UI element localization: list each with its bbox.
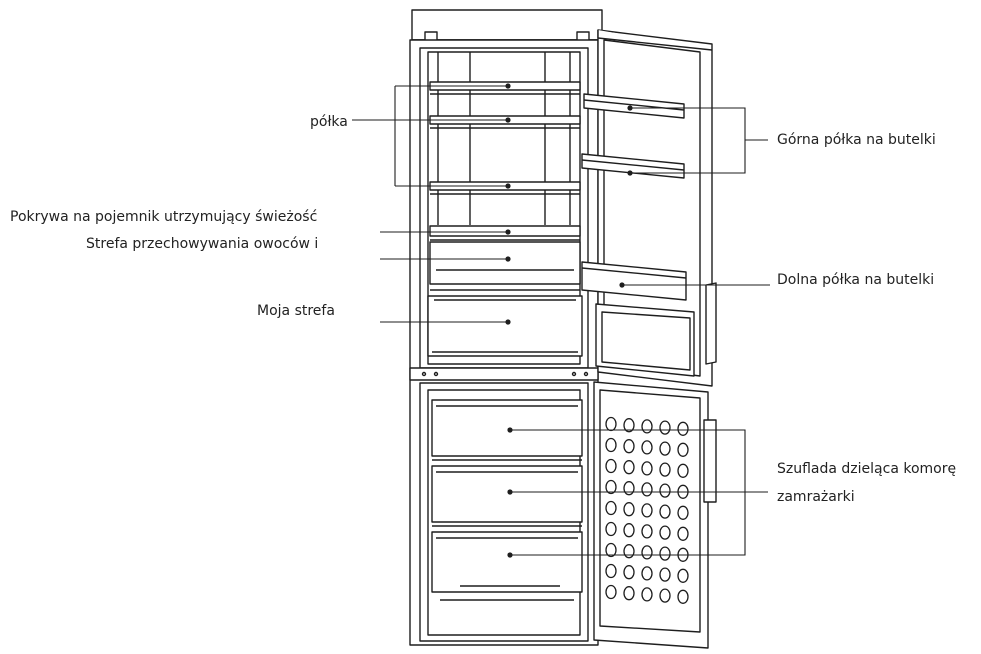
ice-dimple [677,505,689,520]
ice-dimple [641,461,653,476]
ice-dimple [605,521,617,537]
ice-dimple [641,482,653,497]
ice-dimple [641,566,653,581]
marker-dots [505,83,633,558]
ice-dimple [623,502,635,517]
ice-dimple [605,500,617,516]
ice-dimple [677,568,689,583]
label-lower-bottle-shelf: Dolna półka na butelki [777,272,935,288]
ice-dimple [641,587,653,602]
leader-lines [352,85,770,556]
label-crisper-cover: Pokrywa na pojemnik utrzymujący świeżość [10,209,318,225]
ice-dimple [605,437,617,453]
ice-dimple [677,463,689,478]
ice-dimple [605,563,617,579]
ice-dimple [623,523,635,538]
freezer-drawer [431,531,583,601]
ice-dimple [623,418,635,433]
fridge-top-cap [411,9,603,41]
fridge-door-handle [705,282,717,365]
ice-dimple [641,524,653,539]
ice-dimple [659,441,671,456]
freezer-door-handle [703,419,717,503]
ice-dimple [641,545,653,560]
ice-dimple [623,544,635,559]
ice-dimple [659,567,671,582]
ice-dimple [659,546,671,561]
ice-dimple [677,442,689,457]
ice-dimple [659,483,671,498]
my-zone-drawer [427,295,583,357]
ice-dimple [623,481,635,496]
ice-dimple [605,458,617,474]
label-freezer-drawer-line2: zamrażarki [777,489,855,505]
ice-dimple [605,542,617,558]
label-fruit-zone: Strefa przechowywania owoców i [86,236,319,252]
ice-dimple [677,421,689,436]
ice-dimple [623,460,635,475]
ice-dimple [623,439,635,454]
ice-dimple [677,589,689,604]
ice-dimple [641,419,653,434]
ice-dimple [641,440,653,455]
ice-dimple [659,525,671,540]
crisper-cover [429,225,581,237]
freezer-drawer [431,399,583,461]
ice-dimple [623,586,635,601]
ice-dimple [659,462,671,477]
door-bin-lower [581,261,687,301]
ice-dimple [605,479,617,495]
label-my-zone: Moja strefa [257,303,335,319]
label-upper-bottle-shelf: Górna półka na butelki [777,132,936,148]
freezer-drawer [431,465,583,527]
door-bin-middle [581,153,685,179]
ice-dimple [659,420,671,435]
ice-dimple [659,504,671,519]
ice-dimple [605,584,617,600]
ice-dimple [641,503,653,518]
compartment-divider [409,367,599,381]
ice-dimple [605,416,617,432]
label-freezer-drawer-line1: Szuflada dzieląca komorę [777,461,957,477]
ice-dimple [659,588,671,603]
ice-dimple [677,526,689,541]
freezer-door-dimples [605,416,689,604]
fruit-vegetable-drawer [429,241,581,285]
label-shelf: półka [310,114,348,130]
ice-dimple [623,565,635,580]
